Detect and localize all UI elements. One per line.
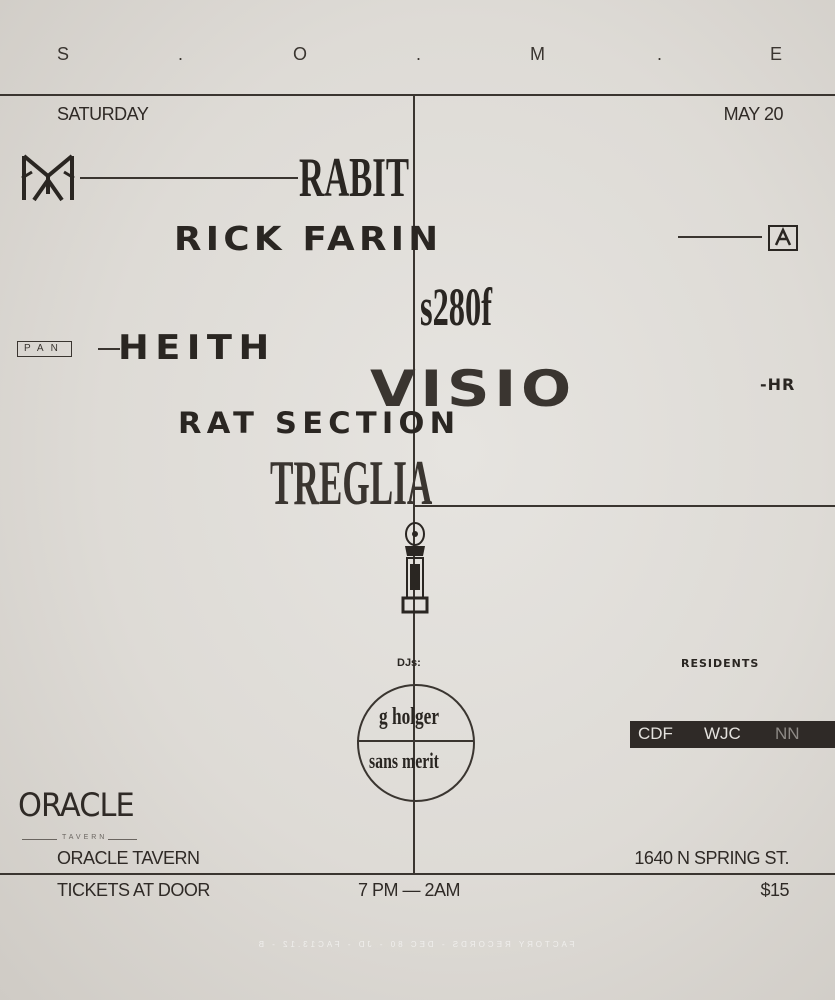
oracle-logo: ORACLE	[18, 786, 135, 824]
resident-nn: NN	[775, 724, 800, 743]
venue-name: ORACLE TAVERN	[57, 848, 200, 868]
header-letter-e: E	[770, 44, 783, 64]
djs-divider	[357, 740, 473, 742]
artist-rabit: RABIT	[299, 147, 409, 209]
center-rule	[413, 94, 415, 874]
visio-suffix: -HR	[760, 375, 796, 394]
chess-stem	[413, 625, 415, 651]
mid-rule	[413, 505, 835, 507]
header-dot: .	[657, 44, 663, 64]
header-dot: .	[416, 44, 422, 64]
header-dot: .	[178, 44, 184, 64]
dj-g-holger: g holger	[379, 704, 439, 730]
fine-print: FACTORY RECORDS - DEC 80 - JD - FAC13.12…	[255, 940, 575, 949]
oracle-logo-sub: TAVERN	[22, 834, 137, 844]
artist-visio: VISIO	[370, 360, 576, 418]
resident-cdf: CDF	[638, 724, 673, 743]
dj-sans-merit: sans merit	[369, 748, 439, 773]
header-letter-s: S	[57, 44, 70, 64]
rabit-connector	[80, 177, 298, 179]
heith-connector	[98, 348, 120, 350]
artist-s280f: s280f	[420, 277, 492, 337]
label-mark-icon	[768, 225, 798, 251]
header-letter-o: O	[293, 44, 308, 64]
chess-piece-icon	[401, 522, 429, 614]
artist-heith: HEITH	[118, 328, 276, 368]
djs-label: DJs:	[397, 657, 421, 669]
event-date: MAY 20	[723, 104, 784, 124]
event-time: 7 PM — 2AM	[358, 880, 461, 900]
pan-tag: PAN	[17, 341, 72, 357]
artist-rick-farin: RICK FARIN	[174, 219, 443, 258]
crest-logo-icon	[21, 154, 75, 202]
resident-wjc: WJC	[704, 724, 741, 743]
residents-bar: CDF WJC NN	[630, 721, 835, 748]
djs-circle	[357, 684, 475, 802]
bottom-rule	[0, 873, 835, 875]
venue-address: 1640 N SPRING ST.	[634, 848, 789, 868]
artist-rat-section: RAT SECTION	[178, 406, 461, 440]
ticket-price: $15	[760, 880, 789, 900]
top-rule	[0, 94, 835, 96]
residents-label: RESIDENTS	[681, 657, 760, 670]
header-letter-m: M	[530, 44, 545, 64]
rick-farin-connector	[678, 236, 762, 238]
oracle-logo-subtext: TAVERN	[62, 834, 108, 841]
tickets-info: TICKETS AT DOOR	[57, 880, 210, 900]
artist-treglia: TREGLIA	[270, 447, 433, 518]
event-day: SATURDAY	[57, 104, 149, 124]
